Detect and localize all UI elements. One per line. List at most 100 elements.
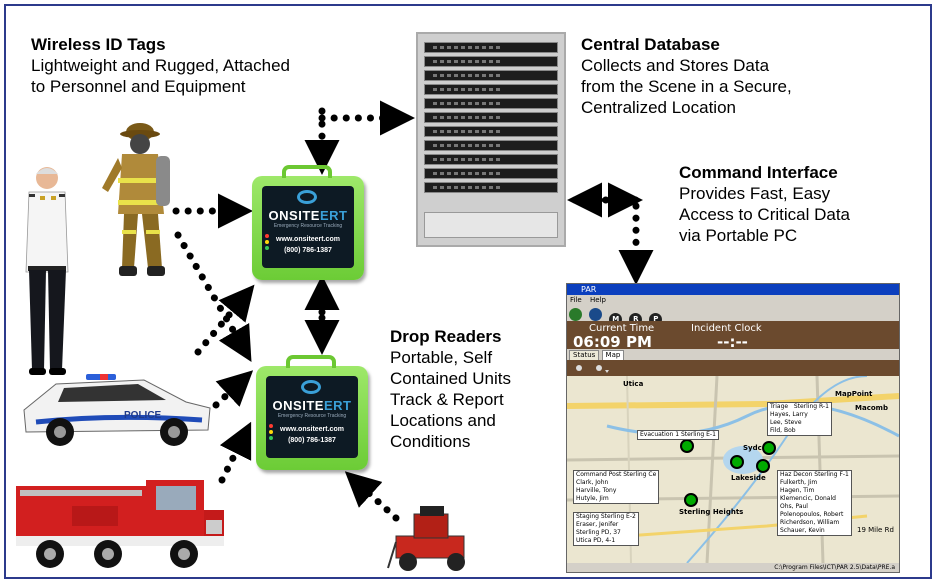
server-unit <box>424 112 558 123</box>
app-menubar: File Help <box>567 295 899 305</box>
reader-tagline: Emergency Resource Tracking <box>277 413 347 419</box>
onsite-logo-icon <box>297 190 317 204</box>
map-road-19-mile: 19 Mile Rd <box>857 526 894 534</box>
incident-clock-value: --:-- <box>717 333 748 351</box>
arrow-reader1-to-database <box>318 111 408 118</box>
current-time-label: Current Time <box>589 323 655 334</box>
reader-phone: (800) 786-1387 <box>288 437 336 444</box>
reader-website: www.onsiteert.com <box>276 236 340 243</box>
reader-panel: ONSITEERT Emergency Resource Tracking ww… <box>262 186 354 268</box>
map-tool-icons[interactable] <box>567 360 617 376</box>
clock-bar: Current Time 06:09 PM Incident Clock --:… <box>567 321 899 351</box>
arrow-reader1-to-police <box>194 284 255 356</box>
drop-readers-line-1: Portable, Self <box>390 348 493 367</box>
map-place-macomb: Macomb <box>855 404 888 412</box>
central-database-line-1: Collects and Stores Data <box>581 56 770 75</box>
drop-readers-line-5: Conditions <box>390 432 471 451</box>
drop-reader-1: ONSITEERT Emergency Resource Tracking ww… <box>252 165 364 280</box>
wireless-tags-title: Wireless ID Tags <box>31 35 166 54</box>
map-markers <box>680 439 776 507</box>
drop-readers-line-2: Contained Units <box>390 369 511 388</box>
diagram-border <box>4 4 932 579</box>
wireless-tags-block: Wireless ID Tags Lightweight and Rugged,… <box>31 34 290 97</box>
arrow-reader2-to-car <box>212 370 254 409</box>
drop-readers-block: Drop Readers Portable, Self Contained Un… <box>390 326 511 452</box>
command-interface-line-2: Access to Critical Data <box>679 205 850 224</box>
arrow-chief-to-reader2 <box>174 231 252 363</box>
app-toolbar: M R P <box>569 306 664 326</box>
drop-readers-title: Drop Readers <box>390 327 502 346</box>
server-unit <box>424 70 558 81</box>
map-box-evacuation: Evacuation 1 Sterling E-1 <box>637 430 719 440</box>
app-tabs: Status Map <box>569 350 625 360</box>
tab-map[interactable]: Map <box>601 350 625 360</box>
map-place-lakeside: Lakeside <box>731 474 766 482</box>
firefighter-icon <box>102 123 170 276</box>
central-database-title: Central Database <box>581 35 720 54</box>
command-interface-line-3: via Portable PC <box>679 226 798 245</box>
map-box-command-post: Command Post Sterling Ce Clark, John Har… <box>573 470 660 504</box>
onsite-logo-icon <box>301 380 321 394</box>
reader-panel: ONSITEERT Emergency Resource Tracking ww… <box>266 376 358 458</box>
drop-readers-line-4: Locations and <box>390 411 496 430</box>
wireless-tags-line-2: to Personnel and Equipment <box>31 77 246 96</box>
map-place-utica: Utica <box>623 380 644 388</box>
server-unit <box>424 126 558 137</box>
go-button-icon[interactable] <box>569 308 582 321</box>
central-database-line-3: Centralized Location <box>581 98 736 117</box>
command-interface-block: Command Interface Provides Fast, Easy Ac… <box>679 162 850 246</box>
reader-website: www.onsiteert.com <box>280 426 344 433</box>
server-unit <box>424 98 558 109</box>
reader-brand: ONSITEERT <box>272 398 352 413</box>
reader-led-icons <box>265 234 269 252</box>
server-unit <box>424 140 558 151</box>
drop-reader-2: ONSITEERT Emergency Resource Tracking ww… <box>256 355 368 470</box>
reader-brand: ONSITEERT <box>268 208 348 223</box>
reader-handle <box>282 165 332 178</box>
server-unit <box>424 182 558 193</box>
police-car-text: POLICE <box>124 410 162 421</box>
fire-chief-icon <box>25 167 69 375</box>
fire-truck-icon <box>16 480 224 568</box>
menu-help[interactable]: Help <box>589 296 606 304</box>
ups-unit <box>424 212 558 238</box>
app-titlebar: PAR <box>567 284 899 295</box>
map-place-mappoint: MapPoint <box>835 390 873 398</box>
server-unit <box>424 84 558 95</box>
wireless-tags-line-1: Lightweight and Rugged, Attached <box>31 56 290 75</box>
central-database-block: Central Database Collects and Stores Dat… <box>581 34 792 118</box>
incident-clock-label: Incident Clock <box>691 323 762 334</box>
map-box-triage: Triage Sterling R-1 Hayes, Larry Lee, St… <box>767 402 832 436</box>
drop-readers-line-3: Track & Report <box>390 390 504 409</box>
central-database-line-2: from the Scene in a Secure, <box>581 77 792 96</box>
map-place-sydc: Sydc <box>743 444 762 452</box>
pressure-washer-icon <box>387 506 465 571</box>
police-car-icon: POLICE <box>23 374 211 446</box>
app-title: PAR <box>581 285 597 294</box>
arrow-truck-to-reader2 <box>218 421 252 484</box>
current-time-value: 06:09 PM <box>573 333 652 351</box>
reader-handle <box>286 355 336 368</box>
server-unit <box>424 56 558 67</box>
incident-map[interactable]: Utica Sterling Heights Lakeside MapPoint… <box>567 376 899 563</box>
app-statusbar: C:\Program Files\ICT\PAR 2.5\Data\PRE.a <box>567 563 899 572</box>
server-unit <box>424 154 558 165</box>
reader-led-icons <box>269 424 273 442</box>
command-interface-title: Command Interface <box>679 163 838 182</box>
arrow-washer-to-reader2 <box>344 471 400 522</box>
reader-phone: (800) 786-1387 <box>284 247 332 254</box>
map-box-haz-decon: Haz Decon Sterling F-1 Fulkerth, Jim Hag… <box>777 470 852 536</box>
command-interface-screen: PAR File Help M R P Current Time 06:09 P… <box>566 283 900 573</box>
map-place-sterling-heights: Sterling Heights <box>679 508 744 516</box>
map-toolbar <box>567 360 899 376</box>
menu-file[interactable]: File <box>570 296 582 304</box>
reader-tagline: Emergency Resource Tracking <box>273 223 343 229</box>
server-unit <box>424 168 558 179</box>
map-box-staging: Staging Sterling E-2 Eraser, Jenifer Ste… <box>573 512 639 546</box>
server-rack-image <box>416 32 566 247</box>
globe-button-icon[interactable] <box>589 308 603 321</box>
command-interface-line-1: Provides Fast, Easy <box>679 184 831 203</box>
tab-status[interactable]: Status <box>569 350 600 360</box>
